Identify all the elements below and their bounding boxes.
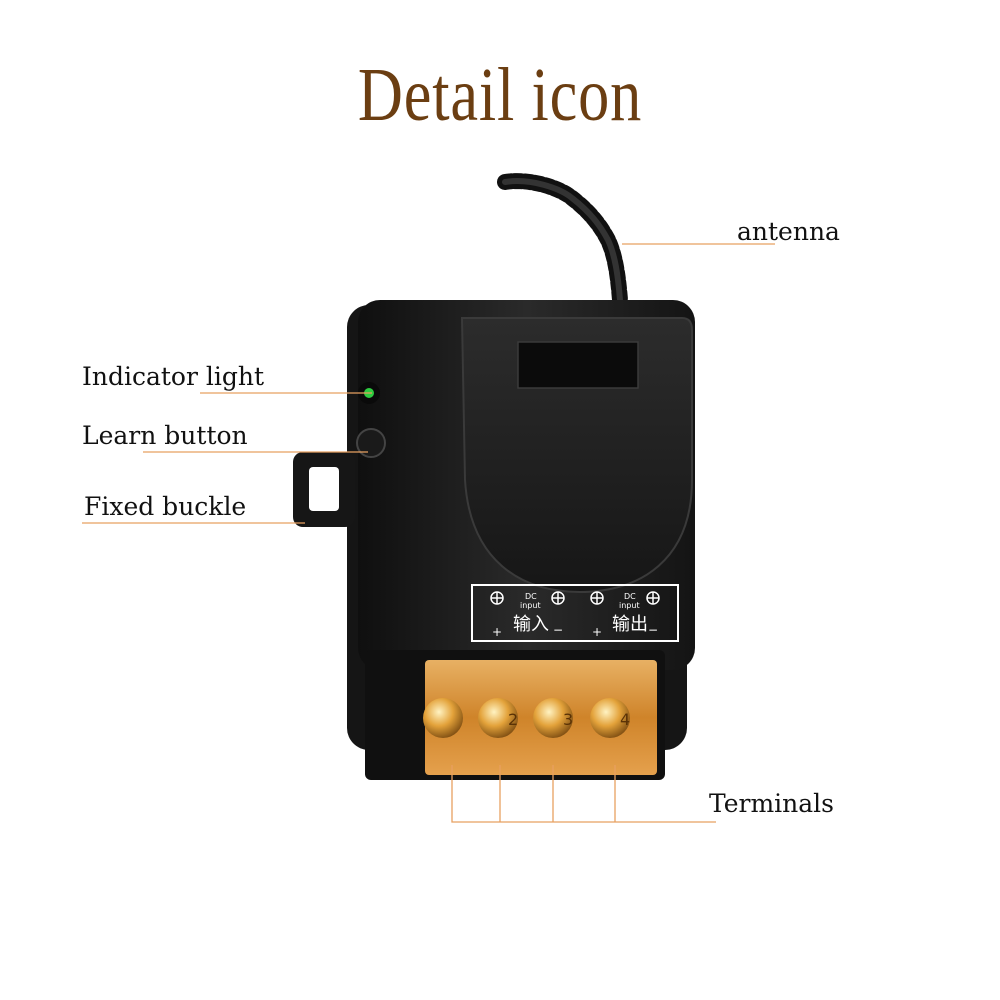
callout-indicator-light: Indicator light <box>82 362 265 391</box>
callout-antenna: antenna <box>737 217 840 246</box>
callout-fixed-buckle: Fixed buckle <box>84 492 247 521</box>
learn-button[interactable] <box>356 428 386 458</box>
page-title: Detail icon <box>357 53 643 137</box>
panel-input-2: input <box>619 601 640 610</box>
panel-dc-1: DC <box>525 592 537 601</box>
leader-terminals <box>451 765 716 823</box>
panel-plus-2: + <box>592 625 602 639</box>
label-window <box>517 341 639 389</box>
callout-terminals: Terminals <box>709 789 835 818</box>
terminal-screws <box>423 698 630 738</box>
panel-plus-1: + <box>492 625 502 639</box>
terminal-panel-frame <box>471 584 679 642</box>
terminal-number-3: 3 <box>563 710 573 729</box>
panel-output-cn: 输出 <box>612 614 648 635</box>
panel-dc-2: DC <box>624 592 636 601</box>
panel-minus-1: − <box>553 623 563 637</box>
leader-lines <box>82 243 775 823</box>
fixed-buckle <box>293 452 355 527</box>
panel-input-1: input <box>520 601 541 610</box>
panel-minus-2: − <box>648 623 658 637</box>
antenna-coil <box>497 173 628 308</box>
callout-learn-button: Learn button <box>82 421 248 450</box>
panel-input-cn: 输入 <box>513 614 549 635</box>
terminal-number-4: 4 <box>620 710 630 729</box>
terminal-number-2: 2 <box>508 710 518 729</box>
